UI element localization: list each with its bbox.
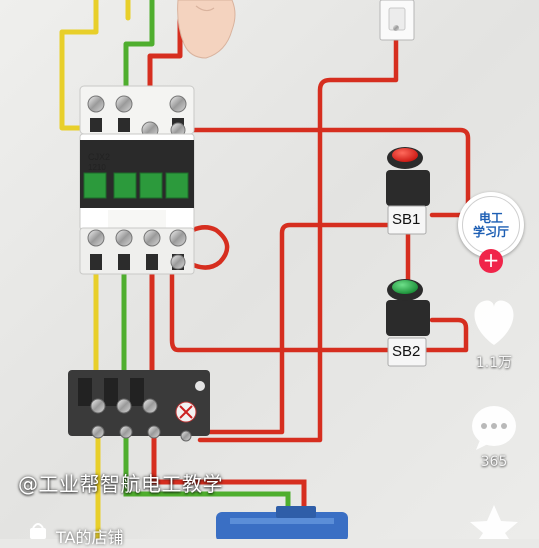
author-handle[interactable]: @工业帮智航电工教学 [18, 472, 223, 496]
overload-relay [68, 370, 210, 442]
like-count: 1.1万 [475, 355, 513, 371]
comment-count: 365 [480, 454, 508, 470]
comment-icon[interactable] [472, 406, 516, 450]
green-supply-wire [123, 0, 155, 109]
creator-avatar[interactable]: 电工 学习厅 [458, 192, 524, 258]
follow-button[interactable]: + [479, 249, 503, 273]
contactor-rating: 1210 [88, 163, 106, 172]
wire-sb2-loop [169, 267, 469, 353]
shop-bag-icon [30, 523, 46, 539]
wire-switch-to-sb1 [197, 21, 399, 443]
wire-a-to-sb1 [175, 127, 471, 218]
contactor-model: CJX2 [88, 152, 110, 162]
contactor: CJX2 1210 [79, 85, 195, 275]
shop-link[interactable]: TA的店铺 [56, 528, 124, 547]
motor [216, 506, 348, 542]
avatar-logo: 电工 学习厅 [462, 196, 520, 254]
sb2-button [386, 279, 430, 367]
power-switch [379, 0, 415, 41]
heart-icon[interactable] [474, 300, 514, 345]
sb1-label: SB1 [392, 211, 421, 228]
bottom-terminals [87, 229, 187, 270]
avatar-text-line2: 学习厅 [472, 225, 509, 239]
avatar-text-line1: 电工 [478, 211, 503, 225]
star-icon[interactable] [470, 505, 518, 539]
sb2-label: SB2 [392, 343, 421, 360]
wire-aux-loop [177, 225, 230, 270]
wire-sb1-to-sb2 [197, 222, 391, 435]
sb1-button [386, 147, 430, 235]
pointing-hand [177, 0, 236, 59]
